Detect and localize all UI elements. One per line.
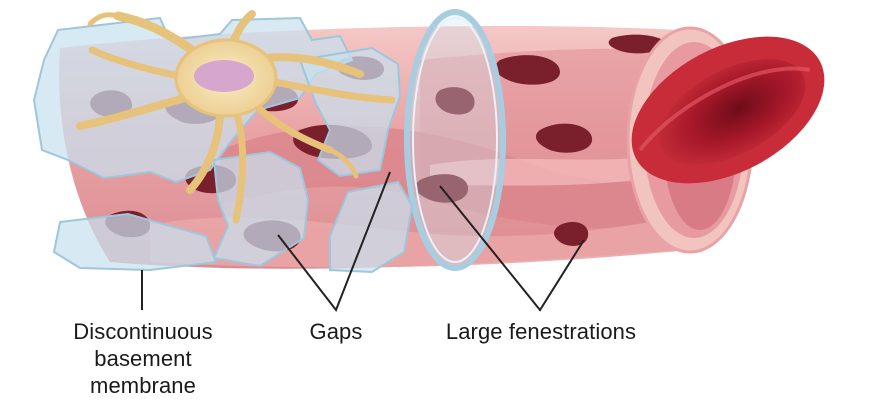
label-gaps: Gaps xyxy=(309,319,363,344)
basement-membrane-ring xyxy=(404,9,506,271)
basement-membrane-sheet xyxy=(298,46,402,178)
basement-membrane-sheet xyxy=(329,180,414,274)
label-line: Discontinuous xyxy=(73,319,213,344)
pointer-fenestrations-lines xyxy=(439,185,585,312)
red-blood-cell xyxy=(631,36,825,184)
fenestration xyxy=(435,87,475,115)
fenestration xyxy=(535,123,593,153)
label-discontinuous-basement-membrane: Discontinuous basement membrane xyxy=(48,318,238,399)
pointer-lines xyxy=(141,171,585,313)
pericyte-nucleus xyxy=(194,60,254,92)
fenestration xyxy=(495,55,560,85)
label-line: basement xyxy=(94,346,192,371)
basement-membrane-sheet xyxy=(212,150,310,268)
pointer-gaps-lines xyxy=(277,171,391,313)
fenestration xyxy=(554,222,589,246)
label-line: membrane xyxy=(90,373,196,398)
basement-membrane-sheet xyxy=(52,212,218,272)
pericyte-cell xyxy=(76,10,396,224)
label-large-fenestrations: Large fenestrations xyxy=(445,319,637,344)
